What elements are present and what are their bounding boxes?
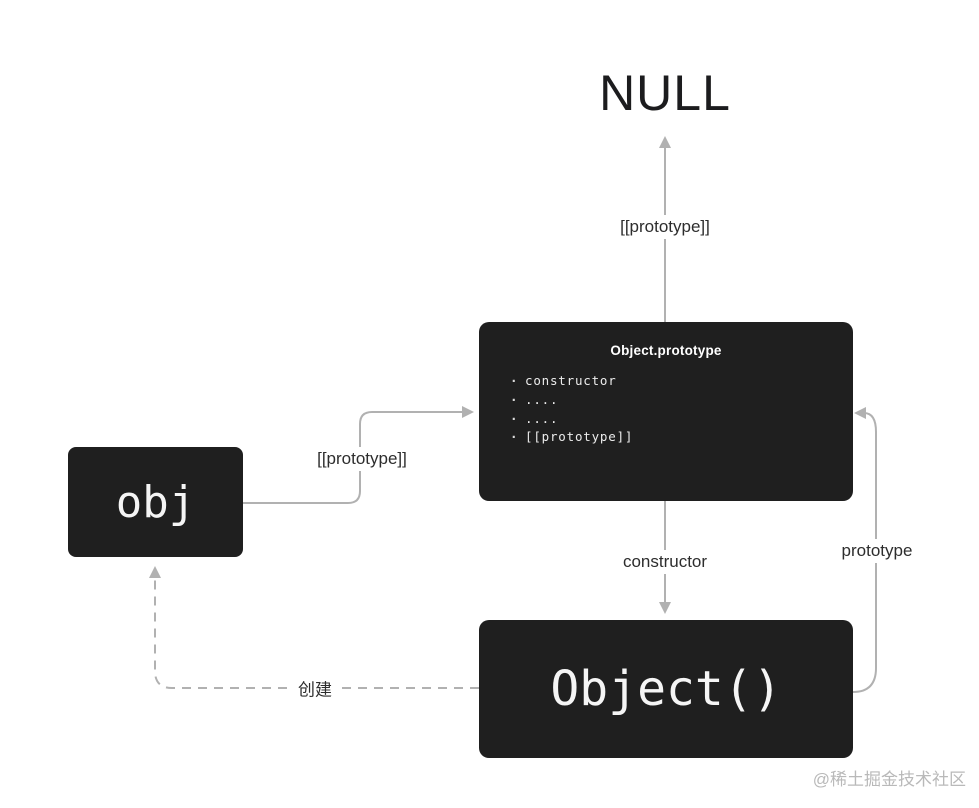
edge-label-create: 创建 [290, 673, 340, 703]
node-object-prototype: Object.prototype constructor .... .... [… [479, 322, 853, 501]
member-dots-2: .... [510, 410, 853, 429]
node-object-constructor: Object() [479, 620, 853, 758]
null-text: NULL [599, 65, 731, 121]
member-dots-1: .... [510, 391, 853, 410]
member-constructor: constructor [510, 372, 853, 391]
edge-label-prototype-left: [[prototype]] [309, 447, 415, 471]
node-obj-label: obj [115, 476, 196, 528]
edge-label-constructor: constructor [614, 550, 716, 574]
watermark: @稀土掘金技术社区 [812, 770, 966, 789]
member-prototype-slot: [[prototype]] [510, 428, 853, 447]
edge-label-prototype-top: [[prototype]] [612, 215, 718, 239]
node-object-constructor-label: Object() [550, 661, 782, 717]
node-object-prototype-members: constructor .... .... [[prototype]] [510, 372, 853, 447]
arrow-create-dashed [149, 566, 479, 689]
node-object-prototype-title: Object.prototype [610, 343, 722, 358]
node-obj: obj [68, 447, 243, 557]
edge-label-prototype-right: prototype [833, 539, 921, 563]
